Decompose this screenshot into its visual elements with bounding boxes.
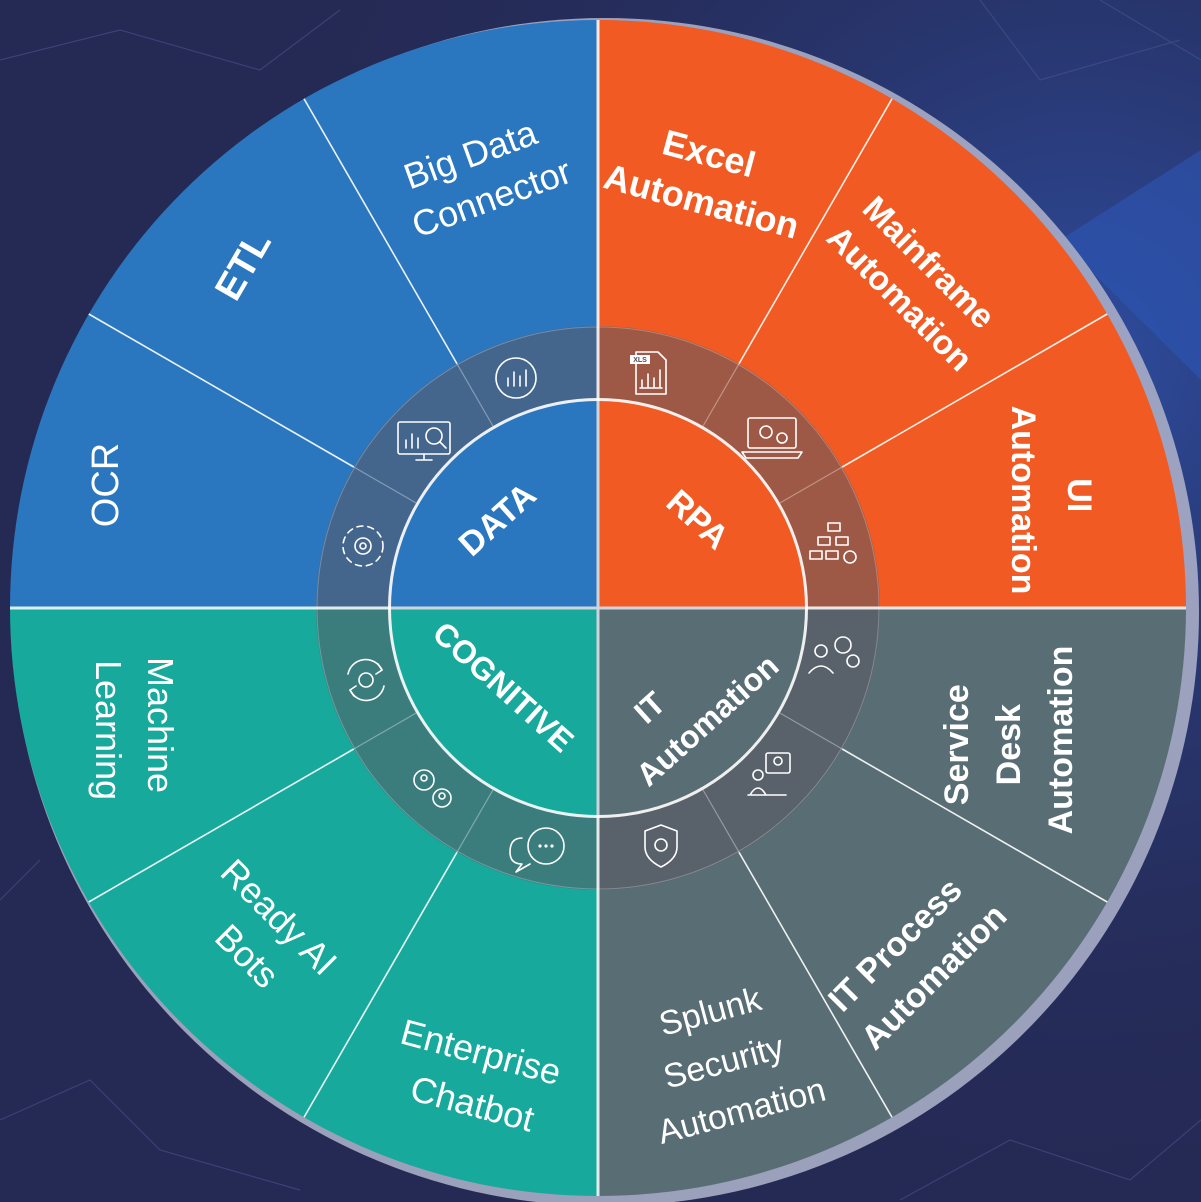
cycle-gear-icon (347, 658, 385, 702)
segment-divider (841, 313, 1108, 468)
circular-chart-icon (495, 357, 537, 399)
ring-divider (779, 466, 843, 504)
chat-bubbles-icon (509, 827, 565, 873)
hub-quadrant-cognitive (391, 608, 598, 815)
hub-quadrant-data (391, 401, 598, 608)
svg-text:XLS: XLS (633, 357, 647, 364)
segment-divider (88, 313, 355, 468)
ring-divider (702, 363, 740, 427)
segment-label-service-desk: Service Desk Automation (938, 646, 1080, 835)
circular-gear-icon (342, 525, 384, 567)
segment-divider (738, 98, 893, 365)
segment-divider (303, 851, 458, 1118)
person-gears-icon (808, 636, 860, 674)
gears-people-icon (413, 769, 452, 808)
shield-gear-icon (644, 824, 678, 868)
segment-divider (841, 748, 1108, 903)
segment-label-ocr: OCR (85, 443, 127, 527)
laptop-gears-icon (741, 417, 803, 459)
xls-chart-icon: XLS (630, 351, 667, 395)
ring-divider (456, 363, 494, 427)
hub-quadrant-rpa (598, 401, 805, 608)
segment-divider (88, 748, 355, 903)
segment-divider (738, 851, 893, 1118)
hub-quadrant-it-automation (598, 608, 805, 815)
hierarchy-gear-icon (809, 522, 857, 564)
presenter-icon (747, 752, 791, 796)
ring-divider (353, 712, 417, 750)
segment-label-ml: Machine Learning (88, 657, 181, 803)
ring-divider (702, 789, 740, 853)
monitor-chart-icon (397, 421, 451, 461)
segment-label-ui: UI Automation (1004, 406, 1098, 595)
ring-divider (456, 789, 494, 853)
ring-divider (779, 712, 843, 750)
ring-divider (353, 466, 417, 504)
segment-divider (303, 98, 458, 365)
divider-layer (10, 20, 1186, 1196)
background-shard (1060, 150, 1201, 380)
